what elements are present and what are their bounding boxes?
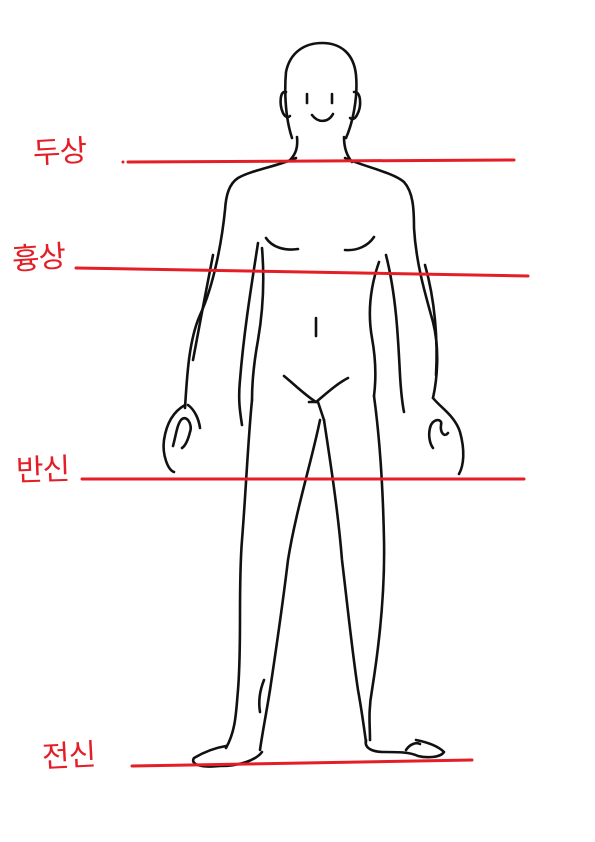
head-outline [283,41,358,140]
chest-right [343,235,376,252]
standing-human-figure [162,41,465,768]
right-toes [404,741,422,752]
neck-left [288,135,299,162]
right-inner-arm [384,253,406,414]
mouth [310,112,335,123]
right-foot [364,738,446,759]
left-inner-arm [237,241,260,427]
label-bust-shot: 흉상 [10,239,67,278]
label-head-shot: 두상 [32,133,88,172]
chest-left [264,236,300,251]
right-leg-inner [322,418,368,744]
right-ear [348,90,362,121]
pelvis-line [282,374,350,404]
label-full-body-shot: 전신 [41,737,97,776]
left-leg-outer [224,398,254,750]
guide-line-head-tick [121,160,125,164]
right-torso [368,260,381,398]
label-half-body-shot: 반신 [15,452,70,489]
guide-line-head [126,158,516,164]
left-ear [279,90,292,119]
crotch [307,400,326,422]
right-forearm-outer [423,263,438,377]
right-hand [427,396,465,476]
left-hand [162,403,202,474]
left-shoulder [183,156,298,410]
left-forearm-outer [191,253,215,362]
guide-line-bust [74,266,530,278]
left-torso [250,246,265,402]
guide-line-full [130,758,474,768]
left-leg-inner [258,418,322,752]
right-leg-outer [368,394,386,742]
left-knee [257,678,266,714]
